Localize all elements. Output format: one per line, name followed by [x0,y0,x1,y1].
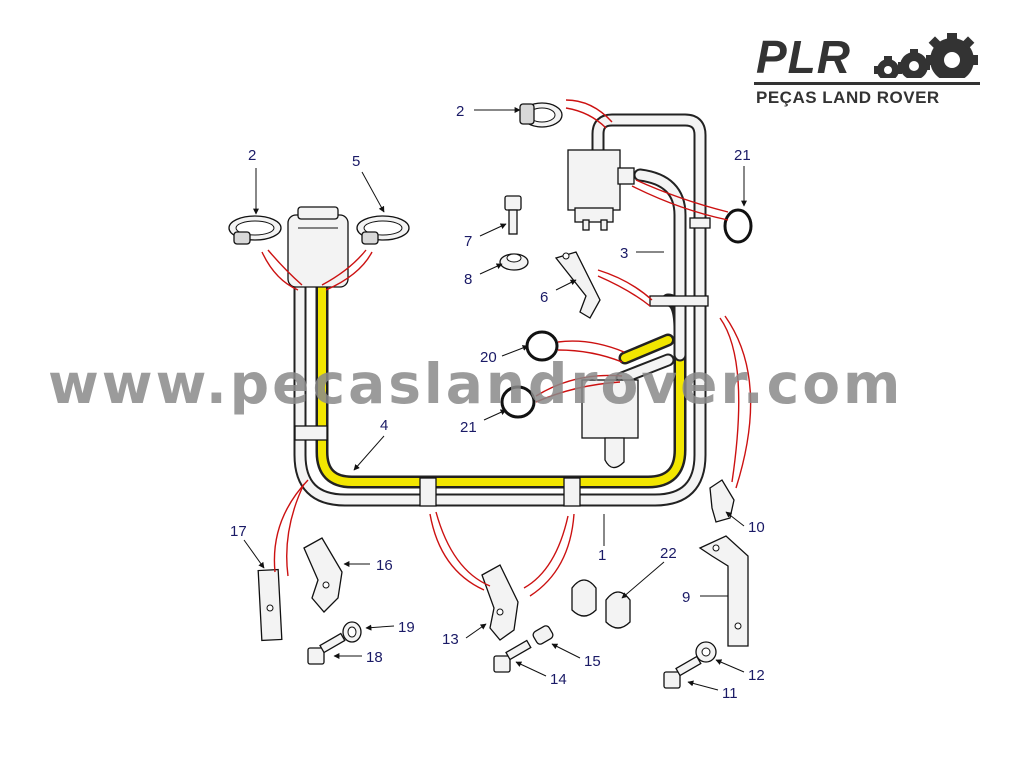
pipe-clip [563,477,581,507]
plr-logo: PLR PEÇAS LAND ROVER [752,30,984,110]
logo-brand: PLR [756,31,851,83]
callout-13: 13 [442,631,459,648]
logo-subtitle: PEÇAS LAND ROVER [756,88,940,107]
nut-8 [499,253,529,271]
callout-7: 7 [464,233,472,250]
callout-1: 1 [598,547,606,564]
site-watermark: www.pecaslandrover.com [48,352,903,416]
callout-22: 22 [660,545,677,562]
callout-15: 15 [584,653,601,670]
callout-2-top: 2 [456,103,464,120]
callout-19: 19 [398,619,415,636]
washer-19 [342,621,362,643]
sensor-block [581,379,639,469]
o-ring-21-mid [500,385,536,419]
bolt-11 [663,655,702,689]
callout-21-top: 21 [734,147,751,164]
gears-icon [870,33,982,84]
callout-17: 17 [230,523,247,540]
bolt-18 [307,632,346,665]
callout-8: 8 [464,271,472,288]
clip-10 [709,479,735,523]
reservoir-jar [287,206,349,288]
callout-12: 12 [748,667,765,684]
spacer-15 [532,625,554,645]
washer-12 [695,641,717,663]
clip-16 [303,537,343,613]
bolt-14 [493,639,532,673]
callout-2-left: 2 [248,147,256,164]
hose-clamp-2-left [228,215,282,245]
bracket-9 [698,535,749,647]
callout-6: 6 [540,289,548,306]
callout-11: 11 [722,685,738,702]
bracket-6 [554,251,601,319]
clip-13 [481,564,519,641]
pipe-clip [294,425,328,441]
pipe-assembly [293,113,711,507]
double-clip-22 [571,579,631,629]
callout-3: 3 [620,245,628,262]
callout-leaders [243,107,747,691]
plate-17 [257,568,283,642]
callout-14: 14 [550,671,567,688]
o-ring-21-top [723,208,753,244]
pipe-clip [689,217,711,229]
callout-16: 16 [376,557,393,574]
logo-divider [754,82,980,85]
pipe-clip [419,477,437,507]
callout-labels: 2 5 2 21 7 8 3 6 20 21 4 17 16 19 18 13 … [230,103,765,702]
callout-18: 18 [366,649,383,666]
callout-21-mid: 21 [460,419,477,436]
callout-10: 10 [748,519,765,536]
callout-4: 4 [380,417,388,434]
valve-block [567,149,635,231]
hose-clamp-2-top [519,102,563,128]
callout-9: 9 [682,589,690,606]
callout-20: 20 [480,349,497,366]
callout-5: 5 [352,153,360,170]
pipe-clip [649,295,709,307]
red-assembly-lines [261,99,752,597]
hose-clamp-5 [356,215,410,245]
bolt-7 [504,195,522,235]
